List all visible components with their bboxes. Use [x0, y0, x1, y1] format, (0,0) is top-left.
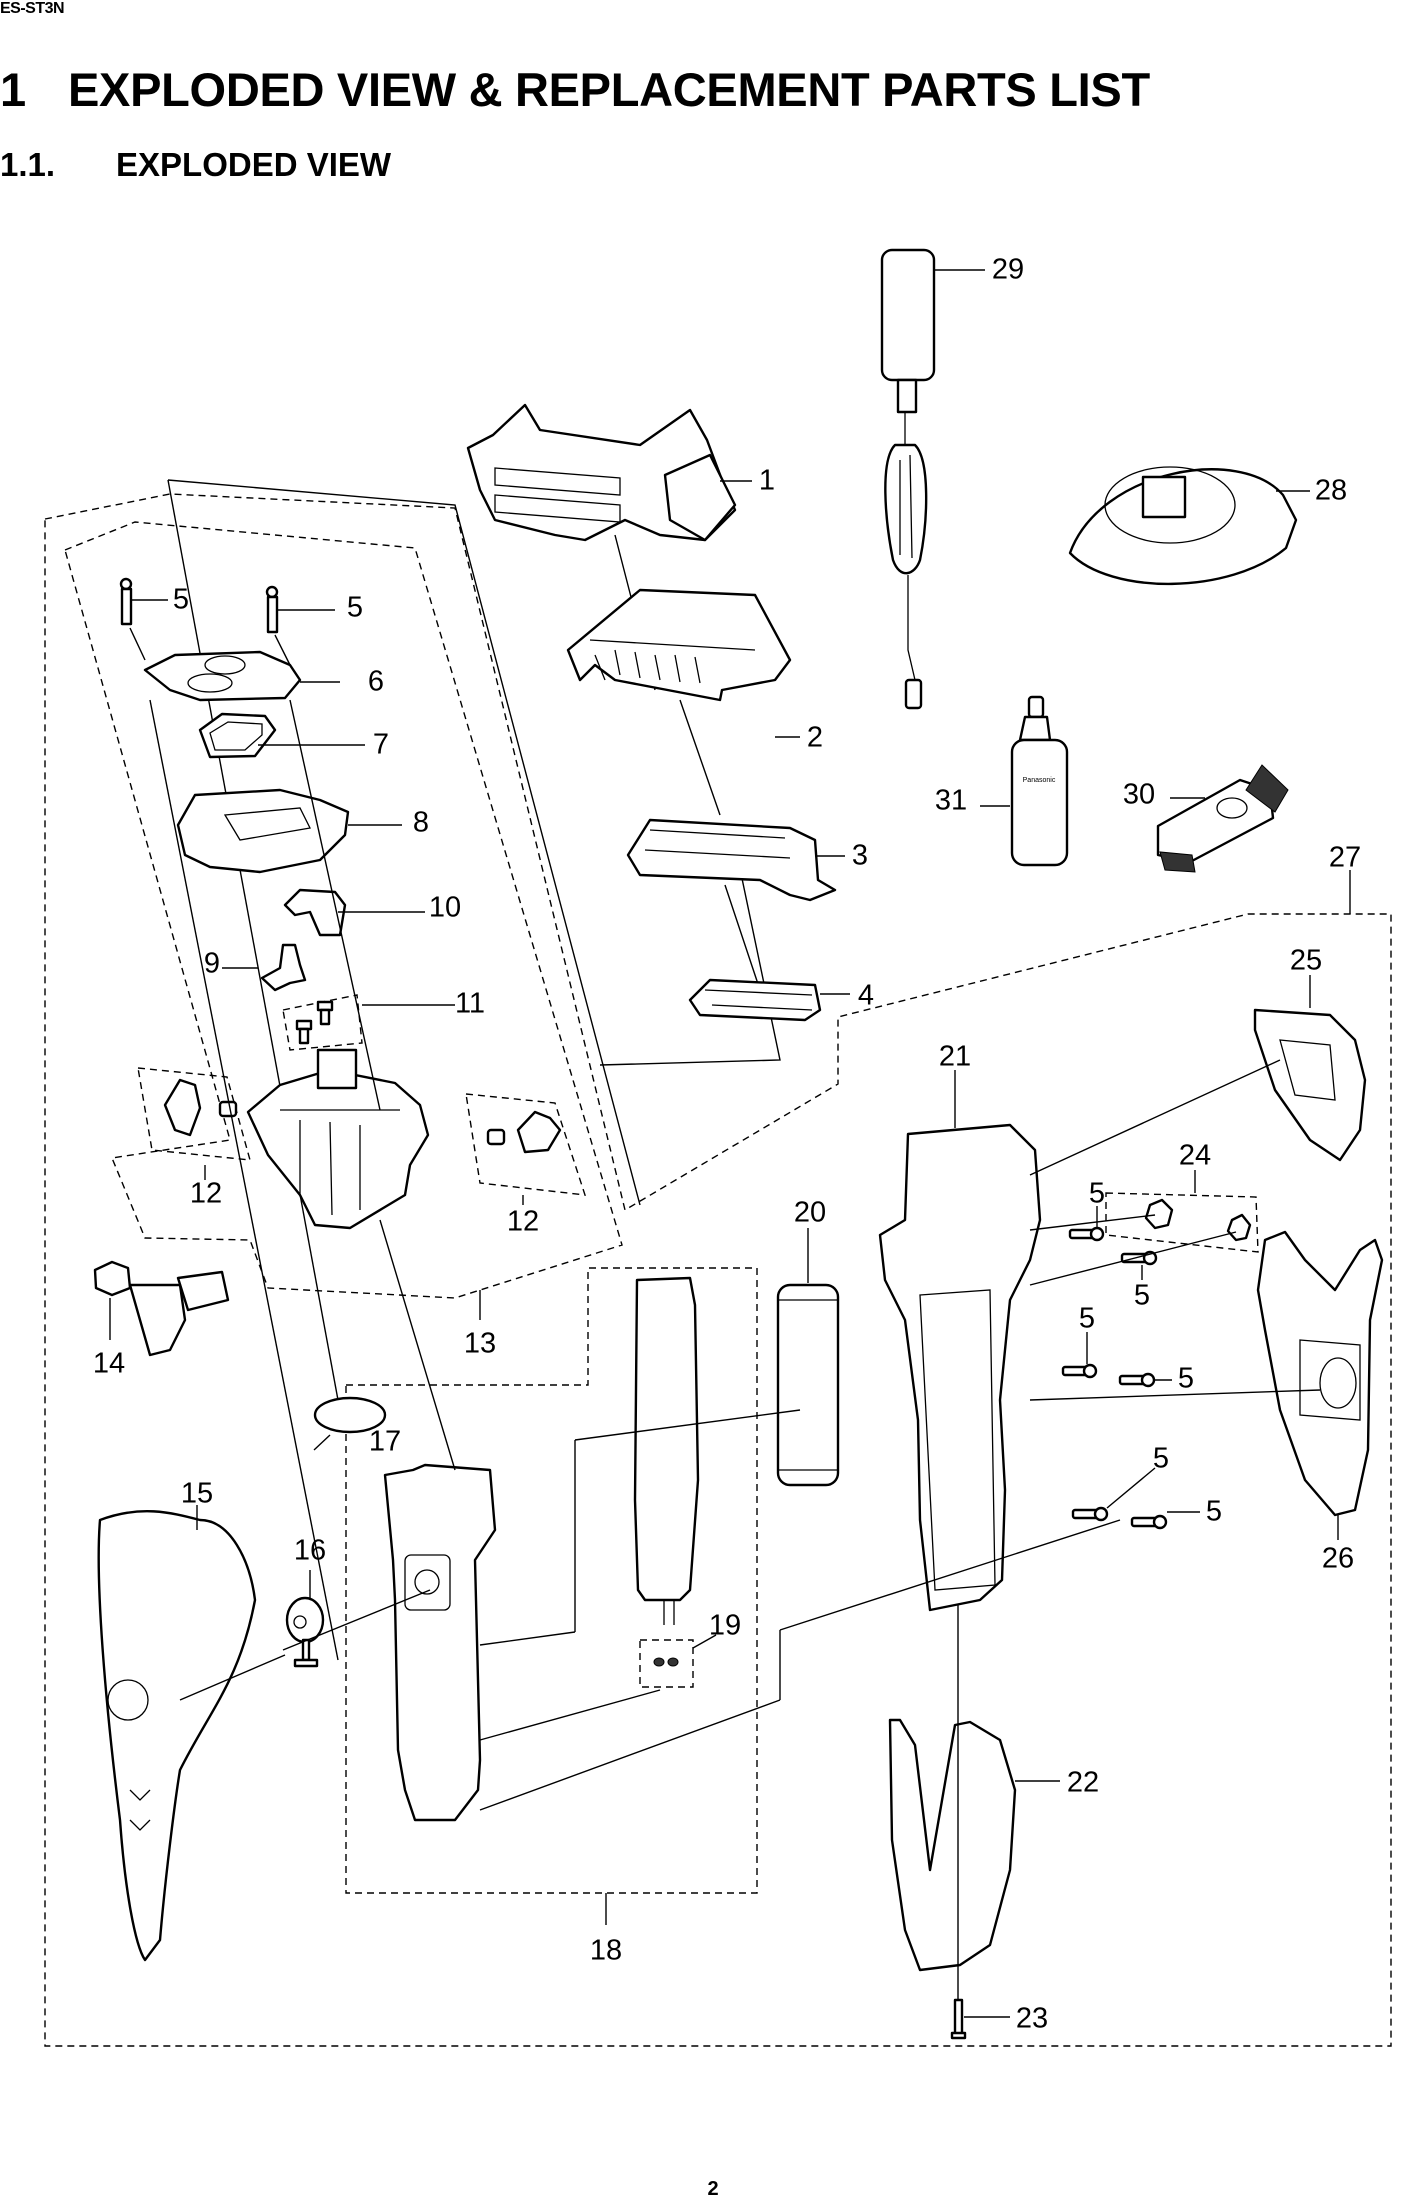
document-model-header: ES-ST3N	[0, 0, 65, 17]
section-number: 1	[0, 63, 26, 116]
part-10-lever	[283, 888, 425, 937]
callout-9: 9	[203, 947, 221, 980]
part-12-left-button	[163, 1078, 238, 1180]
part-28-charging-stand	[1068, 466, 1310, 586]
callout-5: 5	[172, 583, 190, 616]
callout-31: 31	[934, 784, 968, 817]
part-7-seal	[198, 712, 365, 759]
part-30-cleaning-brush	[1156, 764, 1289, 873]
callout-24: 24	[1178, 1139, 1212, 1172]
callout-30: 30	[1122, 778, 1156, 811]
group-12-right-boundary	[465, 1093, 587, 1196]
callout-2: 2	[806, 721, 824, 754]
part-9-lever	[222, 943, 307, 992]
part-22-cover	[888, 1605, 1060, 2000]
part-5-screw-top-left	[119, 577, 168, 661]
callout-19: 19	[708, 1609, 742, 1642]
part-21-case-front	[878, 1070, 1042, 1612]
part-24-nuts	[1144, 1170, 1252, 1242]
subsection-heading: 1.1. EXPLODED VIEW	[0, 146, 391, 184]
part-17-o-ring	[313, 1396, 387, 1451]
part-5-screw-top-right	[265, 585, 335, 666]
callout-4: 4	[857, 979, 875, 1012]
callout-13: 13	[463, 1327, 497, 1360]
part-2-outer-frame	[566, 588, 800, 816]
callout-3: 3	[851, 839, 869, 872]
callout-5: 5	[1088, 1177, 1106, 1210]
group-19-boundary	[639, 1639, 694, 1688]
part-18-main-frame	[383, 1463, 607, 1925]
part-26-case-back	[1256, 1230, 1384, 1540]
head-group-boundary	[167, 479, 641, 1206]
part-29-ac-adaptor	[880, 248, 985, 710]
callout-23: 23	[1015, 2002, 1049, 2035]
callout-12: 12	[506, 1205, 540, 1238]
part-8-head-case	[176, 788, 402, 874]
bottle-brand-label: Panasonic	[1023, 777, 1056, 784]
page-number: 2	[707, 2178, 719, 2200]
part-20-battery	[776, 1228, 840, 1487]
callout-15: 15	[180, 1477, 214, 1510]
part-4-inner-blade	[688, 978, 850, 1022]
part-5-screw-r3	[1061, 1332, 1098, 1379]
part-15-outer-case	[97, 1505, 257, 1962]
callout-28: 28	[1314, 474, 1348, 507]
callout-18: 18	[589, 1934, 623, 1967]
part-5-screw-r5	[1071, 1467, 1156, 1522]
callout-5: 5	[1078, 1302, 1096, 1335]
callout-26: 26	[1321, 1542, 1355, 1575]
section-title: EXPLODED VIEW & REPLACEMENT PARTS LIST	[68, 63, 1150, 116]
part-5-screw-r4	[1118, 1372, 1172, 1388]
callout-21: 21	[938, 1040, 972, 1073]
callout-5: 5	[1133, 1279, 1151, 1312]
callout-5: 5	[1205, 1495, 1223, 1528]
callout-7: 7	[372, 728, 390, 761]
callout-25: 25	[1289, 944, 1323, 977]
callout-10: 10	[428, 891, 462, 924]
part-12-right-button	[486, 1110, 562, 1205]
callout-29: 29	[991, 253, 1025, 286]
callout-8: 8	[412, 806, 430, 839]
section-heading: 1 EXPLODED VIEW & REPLACEMENT PARTS LIST	[0, 62, 1150, 117]
group-18-boundary	[345, 1267, 758, 1894]
callout-5: 5	[1152, 1442, 1170, 1475]
part-1-protective-cap	[466, 403, 752, 691]
part-5-screw-r1	[1068, 1206, 1105, 1242]
part-25-cover	[1253, 975, 1367, 1162]
subsection-title: EXPLODED VIEW	[116, 146, 392, 183]
part-5-screw-r6	[1130, 1511, 1200, 1530]
callout-5: 5	[1177, 1362, 1195, 1395]
group-11-boundary	[282, 994, 363, 1051]
part-19-o-rings	[653, 1634, 717, 1667]
group-27-boundary	[44, 493, 1392, 2047]
callout-17: 17	[368, 1425, 402, 1458]
callout-14: 14	[92, 1347, 126, 1380]
callout-5: 5	[346, 591, 364, 624]
callout-6: 6	[367, 665, 385, 698]
part-23-screw	[950, 1998, 1010, 2040]
part-5-screw-r2	[1120, 1250, 1158, 1280]
callout-20: 20	[793, 1196, 827, 1229]
callout-16: 16	[293, 1534, 327, 1567]
callout-12: 12	[189, 1177, 223, 1210]
part-31-oil-bottle: Panasonic	[980, 695, 1069, 867]
part-13-head-block	[246, 1048, 481, 1320]
group-13-boundary	[64, 521, 623, 1299]
callout-22: 22	[1066, 1766, 1100, 1799]
part-3-blade-frame	[626, 818, 845, 991]
group-12-left-boundary	[137, 1067, 251, 1161]
assembly-leader-lines	[149, 699, 1321, 1811]
callout-27: 27	[1328, 841, 1362, 874]
head-assembly-boundary	[167, 479, 339, 1401]
callout-1: 1	[758, 464, 776, 497]
part-6-frame-plate	[143, 650, 340, 702]
part-11-screws	[295, 1000, 455, 1045]
part-18-pcb	[633, 1276, 700, 1625]
callout-11: 11	[454, 987, 486, 1020]
part-14-switch	[93, 1260, 230, 1357]
part-16-button	[285, 1570, 325, 1668]
subsection-number: 1.1.	[0, 146, 56, 183]
